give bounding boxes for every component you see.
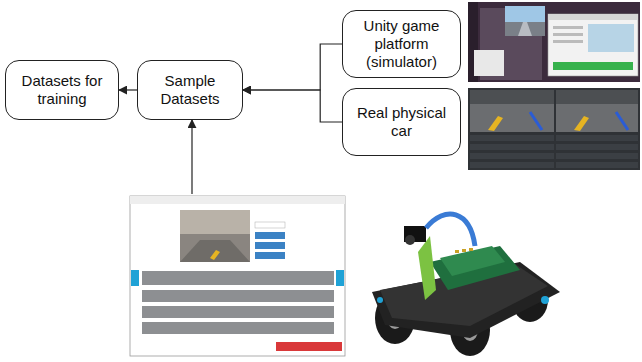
box-label: Datasets for training	[6, 72, 118, 108]
flow-arrow	[243, 90, 342, 122]
camera-screenshot	[468, 88, 640, 170]
flow-arrow	[119, 89, 137, 90]
screenshot-arrow	[191, 120, 192, 194]
labelling-tool-screenshot	[130, 196, 345, 356]
process-box: Unity game platform (simulator)	[342, 10, 461, 78]
box-label: Real physical car	[343, 104, 460, 140]
flow-arrow	[243, 44, 342, 90]
simulator-screenshot	[468, 2, 640, 82]
process-box: Real physical car	[342, 88, 461, 156]
process-box: Sample Datasets	[137, 60, 243, 120]
car-photo	[372, 214, 560, 356]
box-label: Sample Datasets	[138, 72, 242, 108]
process-box: Datasets for training	[5, 60, 119, 120]
box-label: Unity game platform (simulator)	[343, 17, 460, 71]
